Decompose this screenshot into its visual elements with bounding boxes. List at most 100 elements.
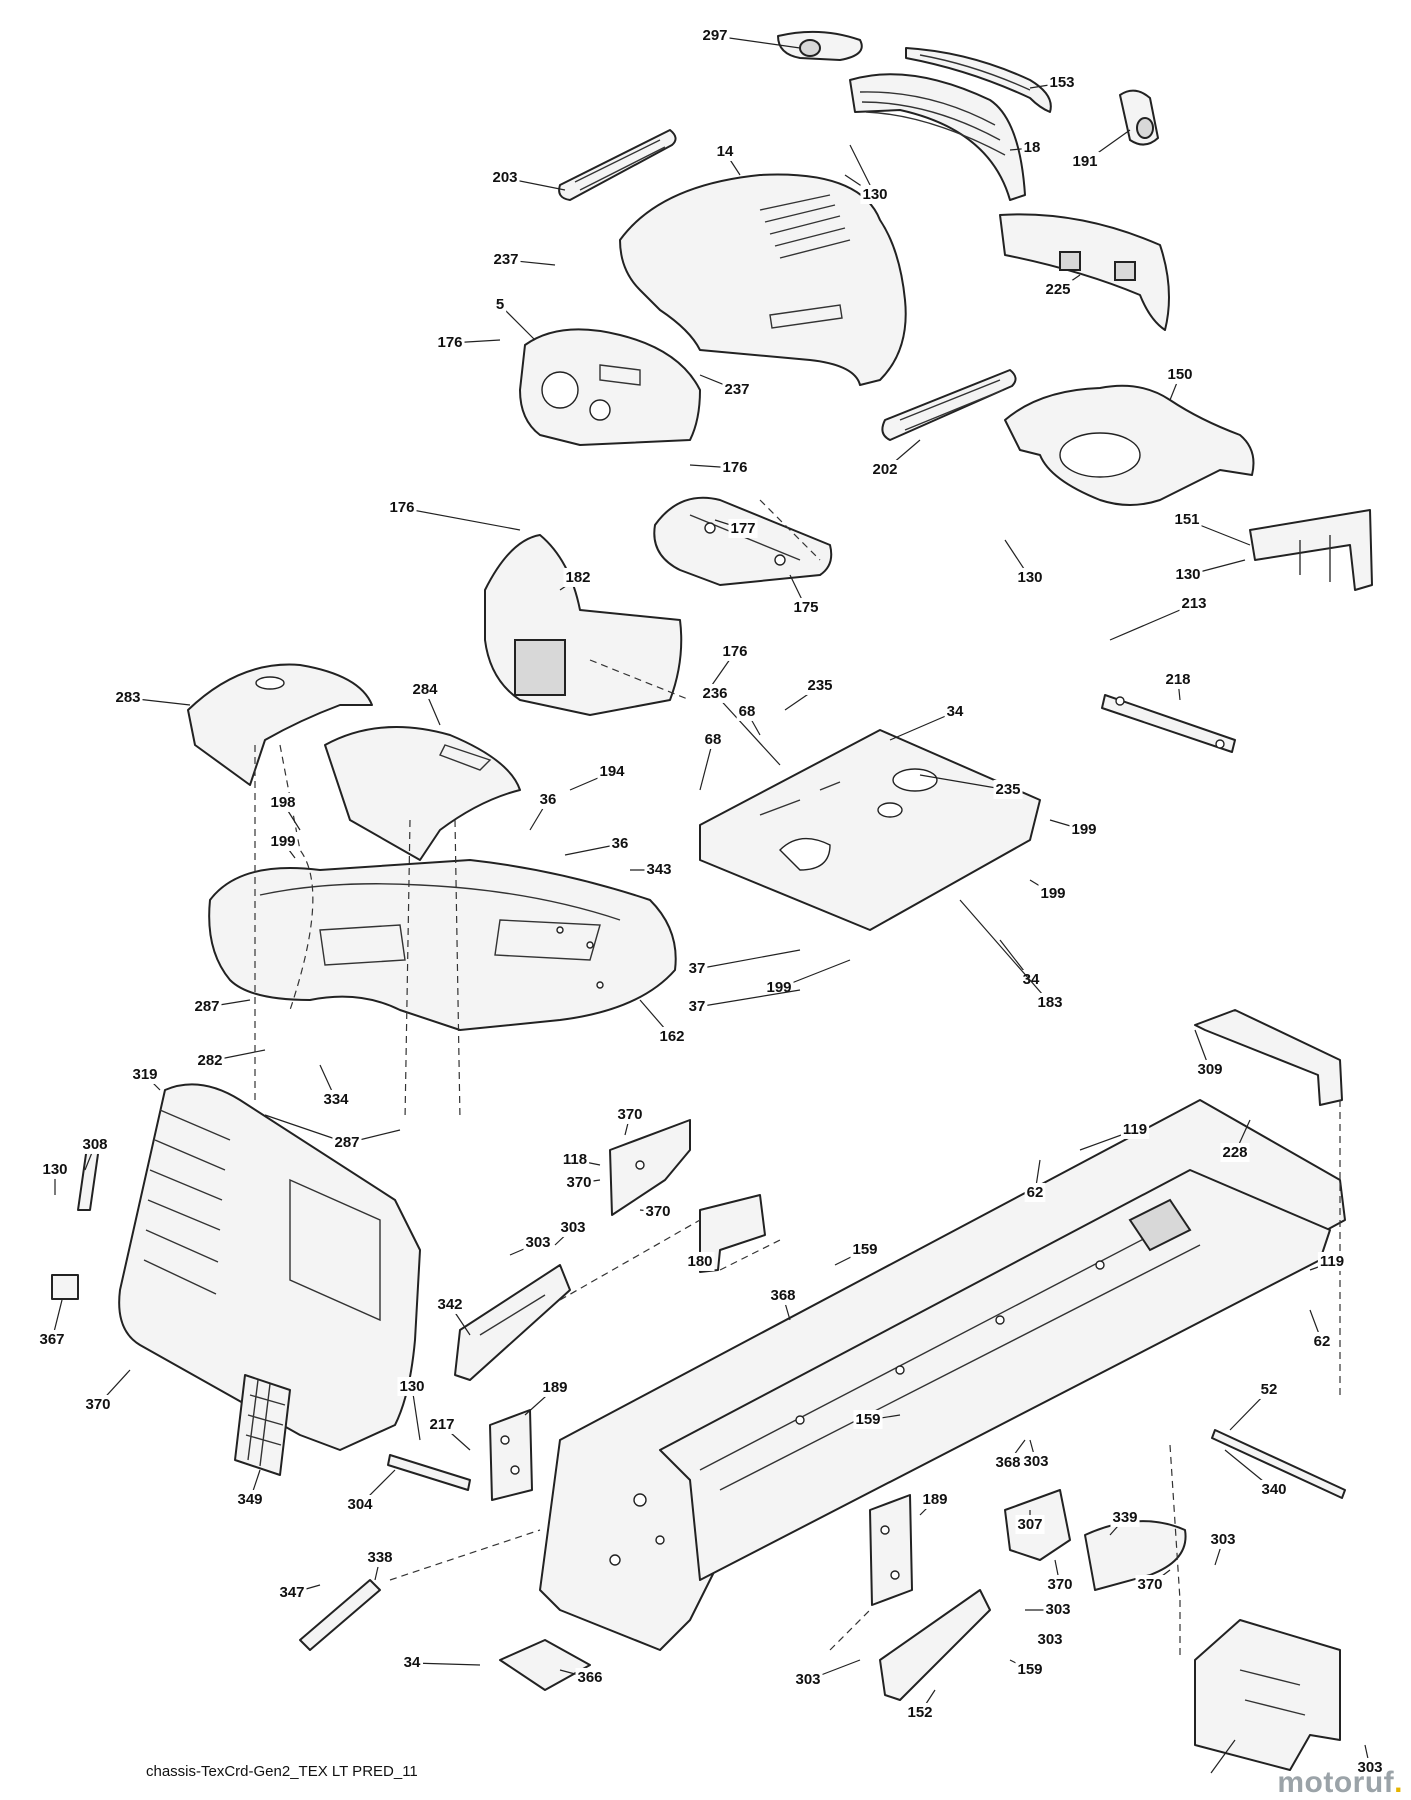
callout-label-background [905, 1702, 935, 1722]
callout-label-background [609, 833, 631, 853]
part-191-knob [1119, 89, 1159, 146]
callout-label-background [277, 1582, 307, 1602]
callout-leader [959, 899, 1051, 1004]
callout-label-background [80, 1134, 110, 1154]
part-303-bracket [699, 1194, 766, 1273]
part-218-plate [1101, 694, 1236, 753]
callout-label-background [563, 567, 593, 587]
callout-label-background [1070, 151, 1100, 171]
part-182-lower-dash [484, 534, 683, 716]
part-152-skid [1194, 1619, 1341, 1771]
callout-label-14: 14 [717, 143, 734, 160]
callout-label-349: 349 [237, 1491, 262, 1508]
callout-label-130: 130 [42, 1161, 67, 1178]
callout-label-159: 159 [1017, 1661, 1042, 1678]
callout-label-68: 68 [705, 731, 722, 748]
logo-text: motoruf [1277, 1766, 1395, 1799]
callout-label-background [1208, 1529, 1238, 1549]
assembly-line [559, 1219, 701, 1301]
callout-label-287: 287 [334, 1134, 359, 1151]
callout-label-background [1173, 564, 1203, 584]
callout-label-background [1015, 567, 1045, 587]
part-175-bracket [653, 496, 833, 586]
callout-label-162: 162 [659, 1028, 684, 1045]
callout-label-130: 130 [1175, 566, 1200, 583]
callout-label-338: 338 [367, 1549, 392, 1566]
callout-label-background [401, 1652, 423, 1672]
callout-label-237: 237 [724, 381, 749, 398]
callout-label-background [685, 1251, 715, 1271]
callout-label-background [1024, 1182, 1046, 1202]
callout-leader [401, 507, 521, 531]
part-349-bar [387, 1454, 471, 1491]
callout-label-background [1220, 1142, 1250, 1162]
callout-label-303: 303 [1023, 1453, 1048, 1470]
callout-label-background [1259, 1479, 1289, 1499]
callout-label-background [130, 1064, 160, 1084]
part-18-grille [849, 73, 1026, 201]
callout-label-199: 199 [766, 979, 791, 996]
callout-label-339: 339 [1112, 1509, 1137, 1526]
callout-label-background [853, 1409, 883, 1429]
callout-label-background [397, 1376, 427, 1396]
callout-label-191: 191 [1072, 153, 1097, 170]
callout-label-background [736, 701, 758, 721]
callout-label-background [1069, 819, 1099, 839]
callout-label-180: 180 [687, 1253, 712, 1270]
callout-label-176: 176 [389, 499, 414, 516]
callout-label-217: 217 [429, 1416, 454, 1433]
part-366-plate [879, 1589, 991, 1701]
callout-label-background [657, 1026, 687, 1046]
callout-leader [696, 949, 801, 970]
callout-label-18: 18 [1024, 139, 1041, 156]
part-339-lever [299, 1579, 381, 1651]
part-151-bracket [1249, 509, 1373, 591]
assembly-line [1169, 1444, 1181, 1601]
callout-label-background [523, 1232, 553, 1252]
callout-label-background [540, 1377, 570, 1397]
part-202-vent [881, 369, 1017, 441]
callout-label-background [365, 1547, 395, 1567]
callout-label-background [1038, 883, 1068, 903]
callout-label-background [564, 1172, 594, 1192]
callout-label-62: 62 [1314, 1333, 1331, 1350]
callout-leader [1210, 1739, 1236, 1774]
callout-label-303: 303 [525, 1234, 550, 1251]
part-284-seat-pan [324, 726, 521, 861]
callout-label-background [268, 831, 298, 851]
callout-label-319: 319 [132, 1066, 157, 1083]
callout-label-235: 235 [807, 677, 832, 694]
callout-label-background [850, 1239, 880, 1259]
callout-label-119: 119 [1123, 1121, 1147, 1138]
callout-label-151: 151 [1174, 511, 1199, 528]
callout-label-background [537, 789, 559, 809]
callout-label-282: 282 [197, 1052, 222, 1069]
callout-label-background [490, 167, 520, 187]
callout-label-background [768, 1285, 798, 1305]
callout-label-237: 237 [493, 251, 518, 268]
callout-label-236: 236 [702, 685, 727, 702]
callout-label-176: 176 [437, 334, 462, 351]
callout-label-370: 370 [566, 1174, 591, 1191]
callout-label-background [700, 683, 730, 703]
callout-label-130: 130 [862, 186, 887, 203]
part-14-hood [619, 173, 907, 386]
callout-label-background [83, 1394, 113, 1414]
callout-label-background [40, 1159, 70, 1179]
callout-label-background [870, 459, 900, 479]
callout-label-297: 297 [702, 27, 727, 44]
callout-label-34: 34 [1023, 971, 1040, 988]
callout-label-background [1015, 1514, 1045, 1534]
callout-label-background [1021, 137, 1043, 157]
part-34-floor-plate [699, 729, 1041, 931]
assembly-line [589, 659, 691, 701]
callout-label-background [387, 497, 417, 517]
callout-leader [919, 774, 1009, 791]
assembly-line [829, 1609, 871, 1651]
callout-label-159: 159 [855, 1411, 880, 1428]
callout-label-background [1021, 1451, 1051, 1471]
callout-layer: 2971531911820314130130225237517623717615… [39, 26, 1383, 1776]
callout-label-370: 370 [645, 1203, 670, 1220]
part-347-plate [499, 1639, 591, 1691]
callout-label-202: 202 [872, 461, 897, 478]
